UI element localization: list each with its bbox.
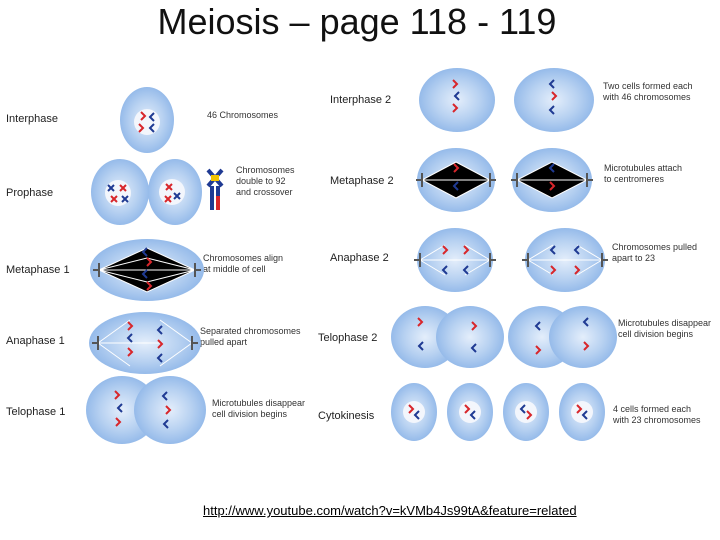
phase-label-interphase-2: Interphase 2 [330, 94, 392, 106]
note-line: to centromeres [604, 174, 665, 184]
note-cytokinesis: 4 cells formed each with 23 chromosomes [613, 404, 701, 426]
phase-label-interphase: Interphase [6, 113, 58, 125]
note-line: cell division begins [212, 409, 288, 419]
phase-label-prophase: Prophase [6, 187, 54, 199]
note-line: apart to 23 [612, 253, 656, 263]
note-line: at middle of cell [203, 264, 266, 274]
cell-metaphase-2 [415, 148, 594, 212]
youtube-link[interactable]: http://www.youtube.com/watch?v=kVMb4Js99… [203, 503, 577, 518]
note-line: and crossover [236, 187, 293, 197]
phase-label-anaphase-1: Anaphase 1 [6, 335, 65, 347]
phase-label-anaphase-2: Anaphase 2 [330, 252, 389, 264]
cell-anaphase-1 [89, 312, 201, 374]
note-line: 46 Chromosomes [207, 110, 279, 120]
cell-anaphase-2 [413, 228, 609, 292]
slide-title: Meiosis – page 118 - 119 [157, 1, 557, 42]
note-line: cell division begins [618, 329, 694, 339]
phase-label-metaphase-1: Metaphase 1 [6, 264, 70, 276]
note-line: Chromosomes [236, 165, 295, 175]
note-line: Microtubules disappear [212, 398, 306, 408]
note-anaphase-1: Separated chromosomes pulled apart [200, 326, 301, 348]
note-line: Chromosomes align [203, 253, 284, 263]
cell-cytokinesis [391, 383, 605, 441]
note-metaphase-2: Microtubules attach to centromeres [604, 163, 682, 185]
note-anaphase-2: Chromosomes pulled apart to 23 [612, 242, 697, 264]
note-line: with 46 chromosomes [603, 92, 691, 102]
phase-label-cytokinesis: Cytokinesis [318, 410, 375, 422]
note-telophase-1: Microtubules disappear cell division beg… [212, 398, 305, 420]
note-prophase: Chromosomes double to 92 and crossover [236, 165, 295, 198]
phase-label-telophase-2: Telophase 2 [318, 332, 378, 344]
note-line: Separated chromosomes [200, 326, 301, 336]
note-line: pulled apart [200, 337, 248, 347]
note-telophase-2: Microtubules disappear cell division beg… [618, 318, 711, 340]
cell-prophase [91, 159, 224, 225]
cell-interphase [120, 87, 174, 153]
note-line: 4 cells formed each [613, 404, 692, 414]
note-interphase-2: Two cells formed each with 46 chromosome… [603, 81, 693, 103]
chromosome-icon [206, 168, 224, 210]
phase-label-telophase-1: Telophase 1 [6, 406, 66, 418]
cell-interphase-2 [419, 68, 594, 132]
note-line: Two cells formed each [603, 81, 693, 91]
phase-label-metaphase-2: Metaphase 2 [330, 175, 394, 187]
note-line: Microtubules disappear [618, 318, 712, 328]
note-line: double to 92 [236, 176, 286, 186]
cell-telophase-1 [86, 376, 206, 444]
note-line: Microtubules attach [604, 163, 683, 173]
cell-metaphase-1 [90, 239, 204, 301]
cell-telophase-2 [391, 306, 617, 368]
note-line: Chromosomes pulled [612, 242, 698, 252]
note-metaphase-1: Chromosomes align at middle of cell [203, 253, 283, 275]
note-interphase: 46 Chromosomes [207, 110, 278, 121]
note-line: with 23 chromosomes [613, 415, 701, 425]
